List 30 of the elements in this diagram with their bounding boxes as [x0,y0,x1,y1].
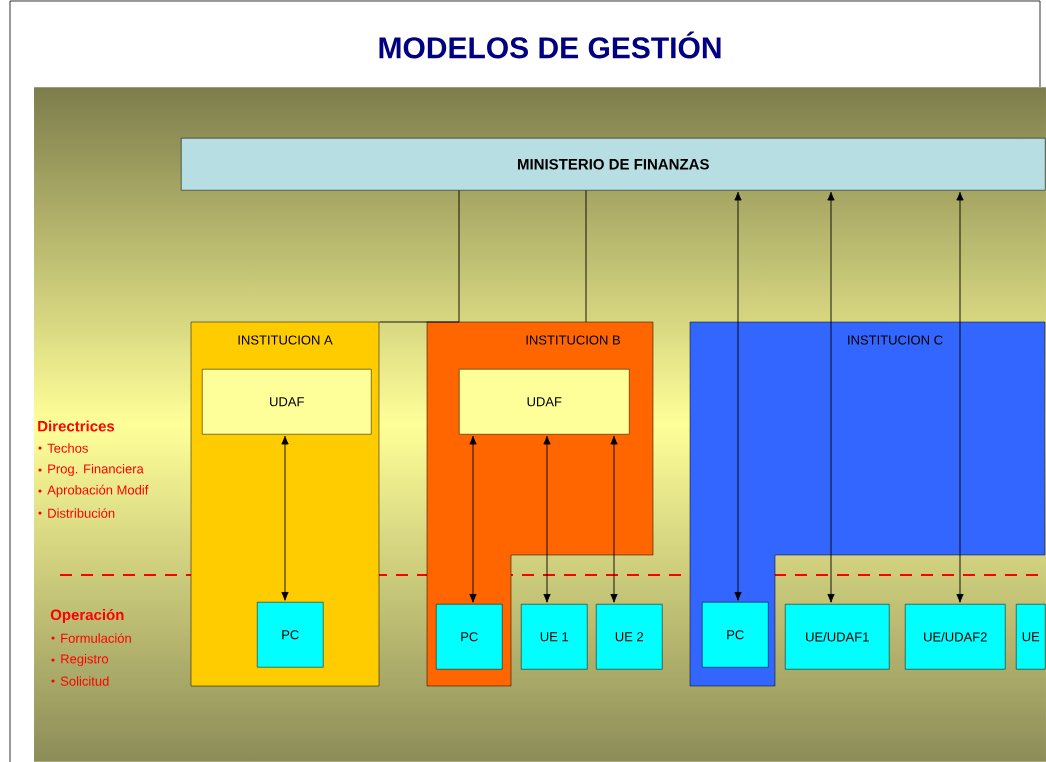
list-item: Techos [38,443,88,453]
unit-box: PC [257,602,324,668]
unit-box: UDAF [202,369,372,435]
ministry-box: MINISTERIO DE FINANZAS [181,138,1046,191]
unit-box: UE 2 [596,604,663,670]
list-item: Formulación [51,633,131,643]
connector [543,435,551,603]
list-item: Prog. Financiera [38,463,144,477]
unit-box: UDAF [459,369,630,435]
connector [378,190,460,323]
list-item: Aprobación Modif [38,484,149,498]
unit-box: PC [436,604,503,670]
unit-box: UE/UDAF2 [905,604,1006,670]
title: MODELOS DE GESTIÓN [379,31,721,59]
connector [585,190,587,323]
connector [469,435,477,603]
unit-box: UE/UDAF1 [785,604,890,670]
connector [734,191,742,601]
list-item: Registro [51,653,109,667]
list-item: Distribución [38,508,115,518]
connector [610,435,618,603]
unit-box: UE [1016,604,1046,670]
connector [281,435,289,601]
unit-box: UE 1 [521,604,588,670]
section-heading: Operación [50,608,124,624]
connector [956,191,964,603]
section-heading: Directrices [38,420,115,432]
list-item: Solicitud [51,676,109,686]
connector [827,191,835,603]
unit-box: PC [702,602,769,668]
